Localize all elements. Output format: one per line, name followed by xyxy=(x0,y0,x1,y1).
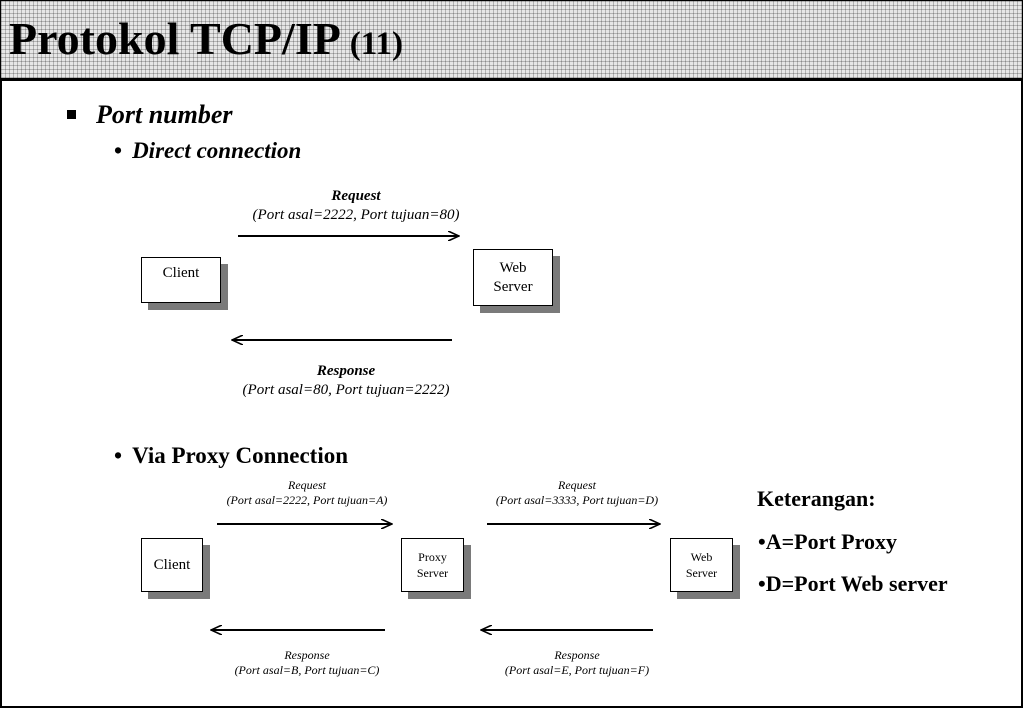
proxy-request-2-detail: (Port asal=3333, Port tujuan=D) xyxy=(495,493,659,507)
direct-request-detail: (Port asal=2222, Port tujuan=80) xyxy=(252,207,460,223)
frame-left-border xyxy=(0,78,2,708)
proxy-client-label: Client xyxy=(153,556,191,573)
legend-item-a: •A=Port Proxy xyxy=(758,529,897,554)
direct-response-label: Response (Port asal=80, Port tujuan=2222… xyxy=(226,362,466,400)
direct-server-box: Web Server xyxy=(473,249,553,306)
round-bullet-icon: • xyxy=(114,443,123,468)
bullet-via-proxy: • Via Proxy Connection xyxy=(114,442,348,470)
proxy-request-1-detail: (Port asal=2222, Port tujuan=A) xyxy=(226,493,388,507)
proxy-response-1-detail: (Port asal=B, Port tujuan=C) xyxy=(234,663,380,677)
round-bullet-icon: • xyxy=(114,138,123,163)
proxy-response-2-detail: (Port asal=E, Port tujuan=F) xyxy=(504,663,650,677)
bullet-port-number: Port number xyxy=(96,100,233,129)
title-bar: Protokol TCP/IP (11) xyxy=(0,0,1023,80)
proxy-client-box: Client xyxy=(141,538,203,592)
proxy-server-box: Proxy Server xyxy=(401,538,464,592)
direct-connection-label: Direct connection xyxy=(132,138,302,163)
proxy-response-2-title: Response xyxy=(554,648,600,662)
proxy-response-1-label: Response (Port asal=B, Port tujuan=C) xyxy=(207,648,407,678)
proxy-response-2-label: Response (Port asal=E, Port tujuan=F) xyxy=(477,648,677,678)
direct-request-label: Request (Port asal=2222, Port tujuan=80) xyxy=(236,187,476,225)
proxy-response-1-title: Response xyxy=(284,648,330,662)
direct-response-title: Response xyxy=(316,363,376,379)
frame-right-border xyxy=(1021,78,1023,708)
legend-item-d: •D=Port Web server xyxy=(758,571,948,596)
slide-title: Protokol TCP/IP (11) xyxy=(9,11,403,72)
direct-client-label: Client xyxy=(162,265,200,281)
square-bullet-icon xyxy=(67,110,76,119)
proxy-request-2-label: Request (Port asal=3333, Port tujuan=D) xyxy=(477,478,677,508)
proxy-web-server-label: Web Server xyxy=(685,550,718,580)
direct-response-detail: (Port asal=80, Port tujuan=2222) xyxy=(242,382,450,398)
via-proxy-label: Via Proxy Connection xyxy=(132,443,349,468)
direct-client-box: Client xyxy=(141,257,221,303)
legend-item-d-text: D=Port Web server xyxy=(765,571,948,596)
direct-request-title: Request xyxy=(331,188,381,204)
proxy-server-label: Proxy Server xyxy=(416,550,449,580)
legend-title: Keterangan: xyxy=(757,486,876,511)
slide-number: (11) xyxy=(349,26,403,62)
frame-bottom-border xyxy=(0,706,1023,708)
direct-server-label: Web Server xyxy=(493,259,533,295)
bullet-direct-connection: • Direct connection xyxy=(114,137,301,165)
legend-item-a-text: A=Port Proxy xyxy=(765,529,897,554)
slide-title-text: Protokol TCP/IP xyxy=(9,13,339,64)
proxy-request-1-label: Request (Port asal=2222, Port tujuan=A) xyxy=(207,478,407,508)
proxy-web-server-box: Web Server xyxy=(670,538,733,592)
proxy-request-1-title: Request xyxy=(288,478,326,492)
title-divider xyxy=(0,78,1023,81)
proxy-request-2-title: Request xyxy=(558,478,596,492)
